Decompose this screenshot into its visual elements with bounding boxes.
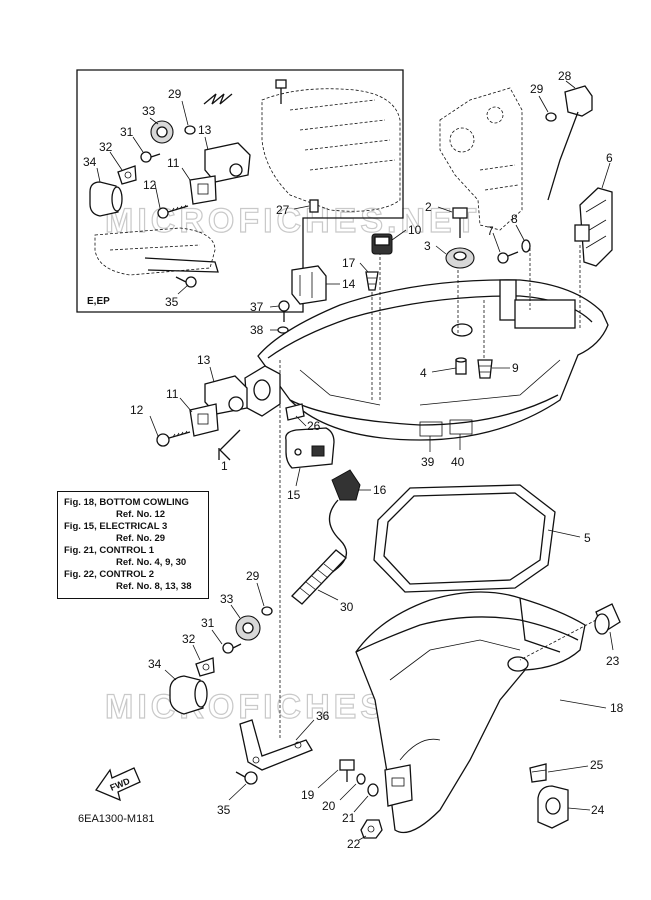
seal-gasket: [373, 484, 556, 593]
callout-15: 15: [287, 488, 301, 502]
callout-10: 10: [408, 223, 422, 237]
callout-29c: 29: [246, 569, 260, 583]
ref-no-0: Ref. No. 12: [116, 509, 166, 520]
inset-panel: [76, 69, 404, 313]
callout-30: 30: [340, 600, 354, 614]
ref-no-3: Ref. No. 8, 13, 38: [116, 581, 192, 592]
callout-23: 23: [606, 654, 620, 668]
callout-12b: 12: [130, 403, 144, 417]
ref-no-2: Ref. No. 4, 9, 30: [116, 557, 187, 568]
ref-fig-1: Fig. 15, ELECTRICAL 3: [64, 521, 168, 532]
callout-20: 20: [322, 799, 336, 813]
callout-21: 21: [342, 811, 356, 825]
callout-37: 37: [250, 300, 264, 314]
callout-14: 14: [342, 277, 356, 291]
callout-34b: 34: [148, 657, 162, 671]
callout-40: 40: [451, 455, 465, 469]
lower-cowling: [339, 591, 621, 839]
callout-13b: 13: [197, 353, 211, 367]
figure-code: 6EA1300-M181: [78, 813, 155, 825]
callout-6: 6: [606, 151, 613, 165]
callout-31a: 31: [120, 125, 134, 139]
reference-box: Fig. 18, BOTTOM COWLING Ref. No. 12 Fig.…: [57, 491, 209, 599]
callout-13a: 13: [198, 123, 212, 137]
callout-3: 3: [424, 239, 431, 253]
variant-label: E,EP: [87, 296, 110, 307]
callout-24: 24: [591, 803, 605, 817]
leader-lines: [149, 206, 614, 841]
ref-fig-2: Fig. 21, CONTROL 1: [64, 545, 155, 556]
callout-1: 1: [221, 459, 228, 473]
callout-12a: 12: [143, 178, 157, 192]
callout-11b: 11: [166, 387, 179, 401]
callout-39: 39: [421, 455, 435, 469]
callout-18: 18: [610, 701, 624, 715]
callout-36: 36: [316, 709, 330, 723]
callout-5: 5: [584, 531, 591, 545]
ref-fig-0: Fig. 18, BOTTOM COWLING: [64, 497, 189, 508]
callout-33b: 33: [220, 592, 234, 606]
callout-35a: 35: [165, 295, 179, 309]
callout-31b: 31: [201, 616, 215, 630]
watermark-top: MICROFICHES.NET: [105, 202, 480, 240]
callout-38: 38: [250, 323, 264, 337]
callout-4: 4: [420, 366, 427, 380]
callout-27: 27: [276, 203, 290, 217]
engine-block: [439, 80, 613, 267]
callout-32a: 32: [99, 140, 113, 154]
callout-22: 22: [347, 837, 361, 851]
callout-9: 9: [512, 361, 519, 375]
callout-35b: 35: [217, 803, 231, 817]
callout-28: 28: [558, 69, 572, 83]
callout-29b: 29: [530, 82, 544, 96]
callout-26: 26: [307, 419, 321, 433]
callout-2: 2: [425, 200, 432, 214]
callout-17: 17: [342, 256, 356, 270]
lower-left-parts: FWD: [95, 360, 313, 802]
callout-33a: 33: [142, 104, 156, 118]
upper-pan: [244, 245, 609, 441]
callout-11a: 11: [167, 156, 180, 170]
callout-34a: 34: [83, 155, 97, 169]
callouts: 29 33 31 13 32 34 11 12 27 35 28 29 6 2 …: [83, 69, 624, 851]
callout-19: 19: [301, 788, 315, 802]
callout-7: 7: [487, 224, 494, 238]
callout-16: 16: [373, 483, 387, 497]
ref-no-1: Ref. No. 29: [116, 533, 166, 544]
callout-32b: 32: [182, 632, 196, 646]
callout-8: 8: [511, 212, 518, 226]
callout-25: 25: [590, 758, 604, 772]
ref-fig-3: Fig. 22, CONTROL 2: [64, 569, 155, 580]
pan-parts: [156, 207, 531, 605]
callout-29a: 29: [168, 87, 182, 101]
